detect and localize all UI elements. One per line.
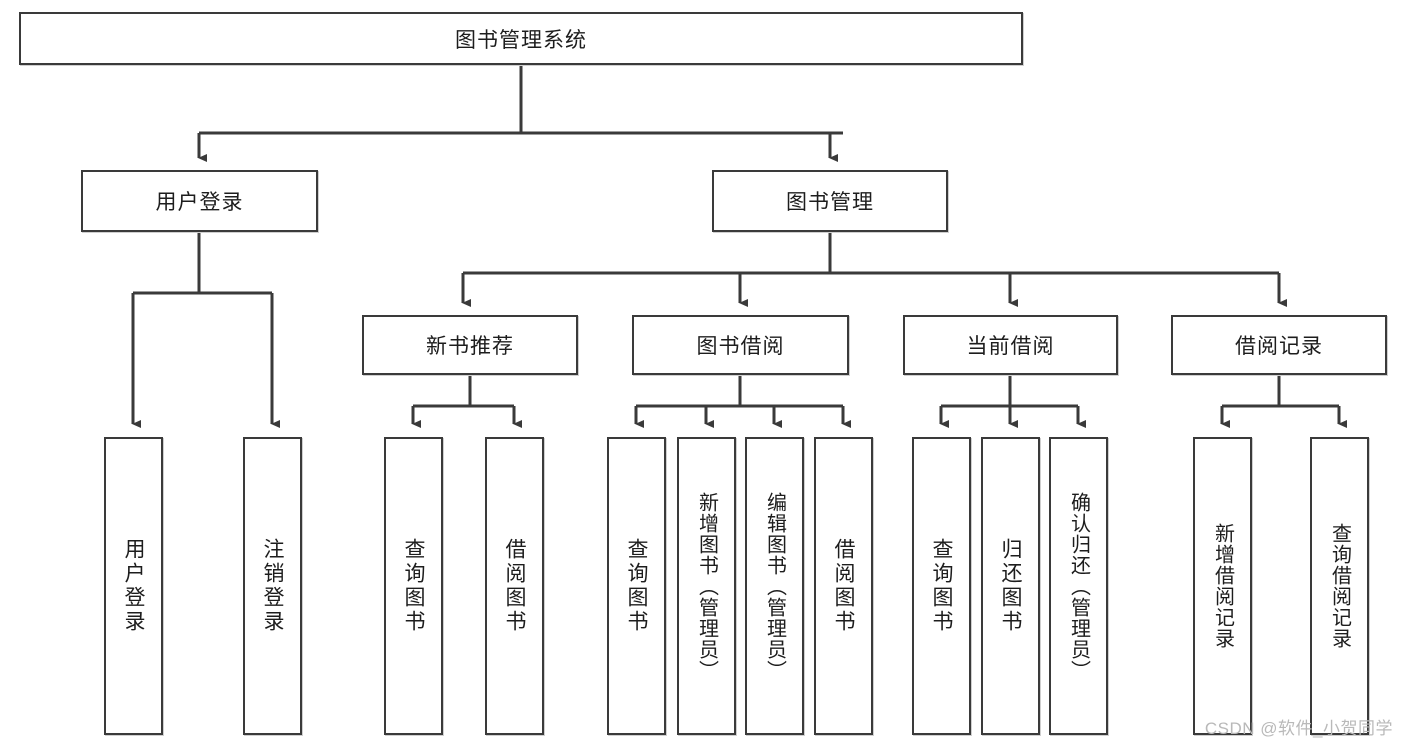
node-leaf-add-record[interactable]: 新增借阅记录 <box>1193 437 1252 735</box>
node-book-manage[interactable]: 图书管理 <box>712 170 948 232</box>
node-new-book-recommend-label: 新书推荐 <box>426 335 514 358</box>
node-leaf-query-record-label: 查询借阅记录 <box>1328 523 1351 649</box>
node-borrow-record-label: 借阅记录 <box>1235 335 1323 358</box>
node-leaf-confirm-return-label: 确认归还（管理员） <box>1067 491 1090 681</box>
node-leaf-add-book[interactable]: 新增图书（管理员） <box>677 437 736 735</box>
node-leaf-borrow-book-1-label: 借阅图书 <box>503 538 526 634</box>
node-user-login-label: 用户登录 <box>155 191 244 214</box>
node-leaf-borrow-book-2[interactable]: 借阅图书 <box>814 437 873 735</box>
node-leaf-confirm-return[interactable]: 确认归还（管理员） <box>1049 437 1108 735</box>
node-root[interactable]: 图书管理系统 <box>19 12 1023 65</box>
node-borrow-record[interactable]: 借阅记录 <box>1171 315 1387 375</box>
node-current-borrow-label: 当前借阅 <box>966 335 1055 358</box>
node-leaf-query-book-1[interactable]: 查询图书 <box>384 437 443 735</box>
node-leaf-edit-book-label: 编辑图书（管理员） <box>763 491 786 681</box>
node-leaf-return-book[interactable]: 归还图书 <box>981 437 1040 735</box>
node-leaf-query-book-1-label: 查询图书 <box>402 538 425 634</box>
node-leaf-user-login-label: 用户登录 <box>122 538 145 634</box>
node-book-manage-label: 图书管理 <box>786 191 874 214</box>
node-current-borrow[interactable]: 当前借阅 <box>903 315 1118 375</box>
node-leaf-edit-book[interactable]: 编辑图书（管理员） <box>745 437 804 735</box>
node-leaf-query-book-3[interactable]: 查询图书 <box>912 437 971 735</box>
node-leaf-add-record-label: 新增借阅记录 <box>1211 523 1234 649</box>
node-leaf-user-logout[interactable]: 注销登录 <box>243 437 302 735</box>
node-leaf-user-logout-label: 注销登录 <box>261 538 284 634</box>
node-new-book-recommend[interactable]: 新书推荐 <box>362 315 578 375</box>
node-leaf-borrow-book-1[interactable]: 借阅图书 <box>485 437 544 735</box>
node-leaf-return-book-label: 归还图书 <box>999 538 1022 634</box>
node-leaf-query-book-2-label: 查询图书 <box>625 538 648 634</box>
node-leaf-query-record[interactable]: 查询借阅记录 <box>1310 437 1369 735</box>
csdn-watermark: CSDN @软件_小贺同学 <box>1204 719 1393 738</box>
node-root-label: 图书管理系统 <box>455 28 587 52</box>
node-leaf-add-book-label: 新增图书（管理员） <box>695 491 718 681</box>
node-leaf-query-book-2[interactable]: 查询图书 <box>607 437 666 735</box>
node-book-borrow[interactable]: 图书借阅 <box>632 315 849 375</box>
node-leaf-user-login[interactable]: 用户登录 <box>104 437 163 735</box>
node-book-borrow-label: 图书借阅 <box>696 335 785 358</box>
node-leaf-borrow-book-2-label: 借阅图书 <box>832 538 855 634</box>
node-leaf-query-book-3-label: 查询图书 <box>930 538 953 634</box>
node-user-login[interactable]: 用户登录 <box>81 170 318 232</box>
